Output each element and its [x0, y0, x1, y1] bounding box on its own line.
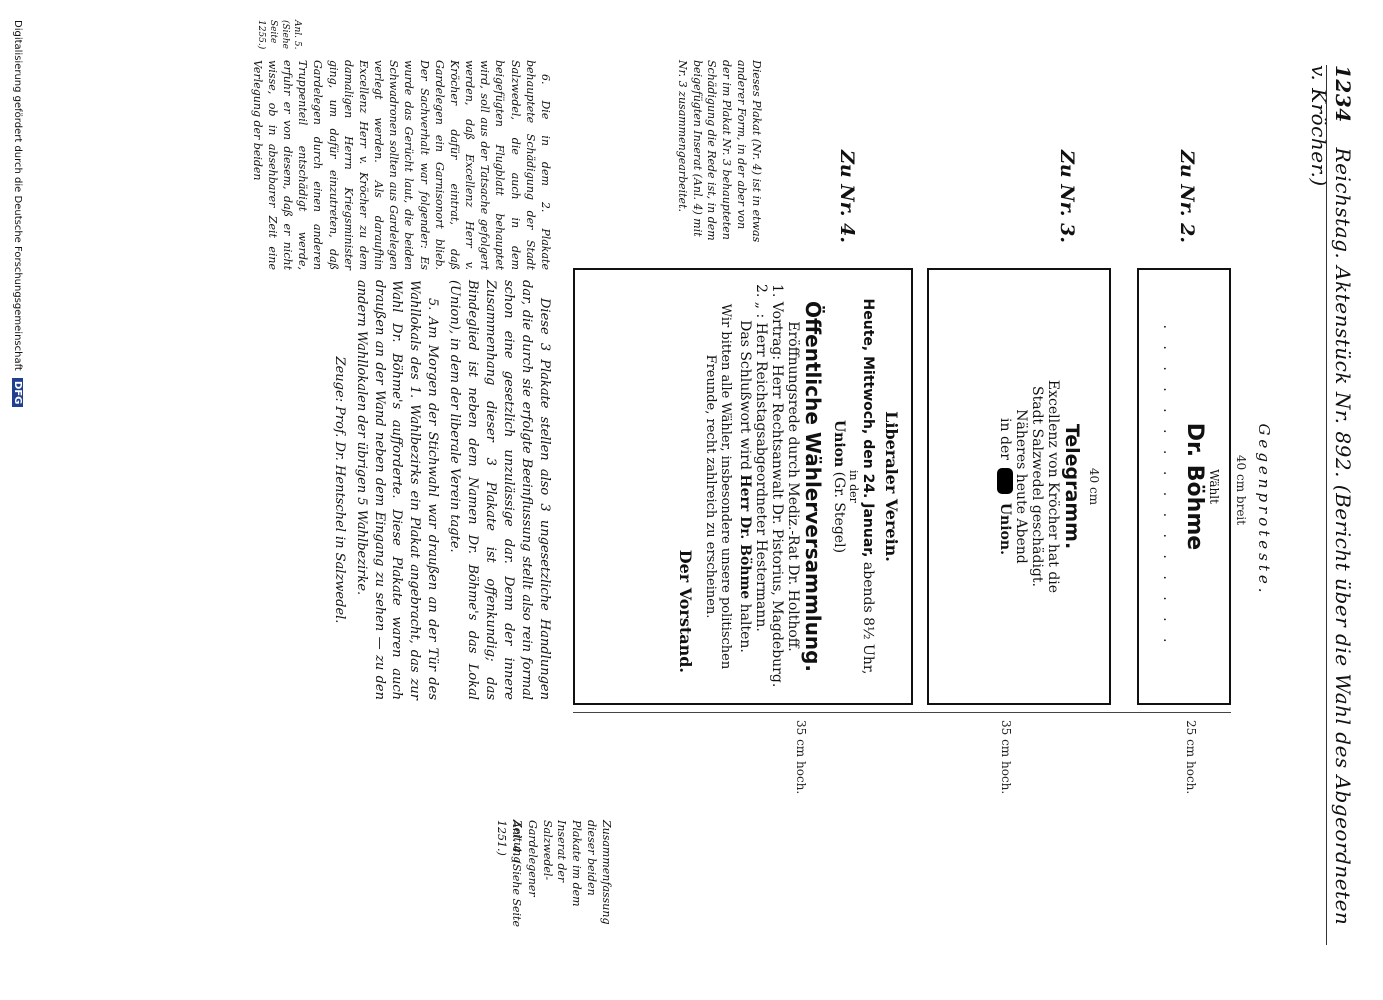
- dimension-line: [573, 712, 1231, 713]
- poster3-line3: Näheres heute Abend: [1013, 409, 1029, 564]
- redaction-mark: [997, 468, 1013, 495]
- width-note-2: 40 cm breit: [1234, 454, 1248, 526]
- header-rule: [1326, 65, 1327, 945]
- footer-text: Digitalisierung gefördert durch die Deut…: [12, 20, 23, 371]
- poster4-in-der: in der: [847, 470, 860, 503]
- poster3-line1: Excellenz von Kröcher hat die: [1045, 379, 1061, 594]
- poster2-name: Dr. Böhme: [1182, 422, 1207, 551]
- poster4-venue-detail: (Gr. Stegel): [831, 471, 847, 554]
- right-margin-note: Zusammenfassung dieser beiden Plakate im…: [510, 820, 613, 925]
- poster4-talk2: 2. „ : Herr Reichstagsabgeordneter Heste…: [753, 284, 769, 632]
- poster-2: Wählt Dr. Böhme . . . . . . . . . . . . …: [1137, 268, 1231, 705]
- right-margin-ref: Anl. 4. (Siehe Seite 1251.): [495, 820, 523, 927]
- running-title: Reichstag. Aktenstück Nr. 892. (Bericht …: [1307, 65, 1355, 926]
- dfg-logo: DFG: [12, 378, 23, 408]
- witness: Zeuge: Prof. Dr. Hentschel in Salzwedel.: [331, 356, 347, 624]
- poster4-time: abends 8½ Uhr,: [860, 561, 876, 675]
- label-zu-nr-2: Zu Nr. 2.: [1176, 150, 1198, 243]
- poster-4: Liberaler Verein. Heute, Mittwoch, den 2…: [573, 268, 913, 705]
- page-number: 1234: [1331, 65, 1355, 123]
- poster4-closing-name: Herr Dr. Böhme: [737, 474, 753, 600]
- paragraph-1: Diese 3 Plakate stellen also 3 ungesetzl…: [447, 280, 552, 700]
- poster4-sign: Der Vorstand.: [676, 549, 695, 673]
- footer: Digitalisierung gefördert durch die Deut…: [12, 20, 23, 980]
- label-zu-nr-3: Zu Nr. 3.: [1056, 150, 1078, 243]
- poster2-dots: . . . . . . . . . . . . . . . .: [1160, 324, 1176, 649]
- poster4-date: Heute, Mittwoch, den 24. Januar,: [860, 298, 876, 558]
- sidebar-note: Dieses Plakat (Nr. 4) ist in etwas ander…: [675, 60, 763, 243]
- body-column-left: 6. Die in dem 2. Plakate behauptete Schä…: [250, 60, 553, 270]
- poster4-closing-a: Das Schlußwort wird: [737, 320, 753, 470]
- running-header: 1234 Reichstag. Aktenstück Nr. 892. (Ber…: [1307, 65, 1355, 945]
- body-column: Diese 3 Plakate stellen also 3 ungesetzl…: [326, 280, 553, 700]
- poster3-line4-a: in der: [997, 418, 1013, 460]
- height-note-4: 35 cm hoch.: [794, 720, 808, 795]
- poster3-line4-b: Union.: [997, 502, 1013, 555]
- poster4-closing-b: halten.: [737, 603, 753, 653]
- paragraph-5: 5. Am Morgen der Stichwahl war draußen a…: [353, 280, 441, 700]
- height-note-3: 35 cm hoch.: [999, 720, 1013, 795]
- poster4-appeal: Wir bitten alle Wähler, insbesondere uns…: [703, 303, 733, 670]
- paragraph-6-note: Anl. 5. (Siehe Seite 1255.): [255, 20, 302, 50]
- poster4-opening: Eröffnungsrede durch Mediz.-Rat Dr. Holt…: [785, 321, 801, 652]
- label-zu-nr-4: Zu Nr. 4.: [836, 150, 858, 243]
- height-note-2: 25 cm hoch.: [1184, 720, 1198, 795]
- poster4-venue: Union: [831, 419, 847, 468]
- poster3-line2: Stadt Salzwedel geschädigt.: [1029, 386, 1045, 587]
- poster-3: 40 cm Telegramm. Excellenz von Kröcher h…: [927, 268, 1111, 705]
- poster4-headline: Öffentliche Wählerversammlung.: [801, 300, 825, 673]
- paragraph-6: 6. Die in dem 2. Plakate behauptete Schä…: [250, 60, 552, 270]
- poster4-talk1: 1. Vortrag: Herr Rechtsanwalt Dr. Pistor…: [769, 284, 785, 688]
- poster4-org: Liberaler Verein.: [882, 411, 901, 562]
- poster2-small: Wählt: [1207, 469, 1221, 504]
- section-title: Gegenproteste.: [1255, 423, 1273, 597]
- poster3-title: Telegramm.: [1061, 423, 1083, 550]
- width-note-3: 40 cm: [1087, 467, 1101, 506]
